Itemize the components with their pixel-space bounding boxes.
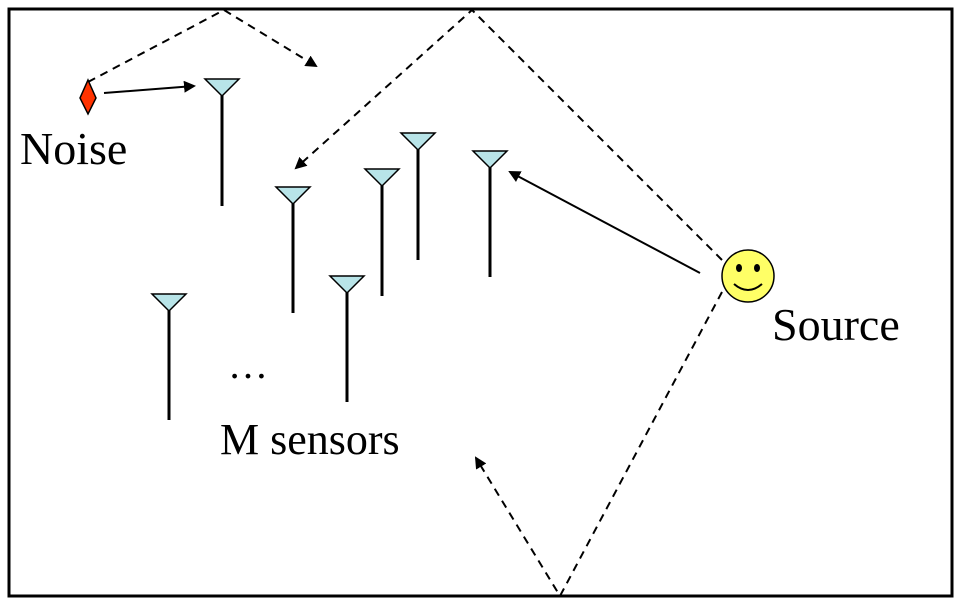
antenna-icon xyxy=(363,168,401,188)
sensor-5 xyxy=(471,150,509,277)
noise-label: Noise xyxy=(20,123,128,174)
noise-diamond-icon xyxy=(79,78,97,116)
noise-reflected-path xyxy=(87,8,318,83)
sensor-7 xyxy=(328,275,366,402)
antenna-icon xyxy=(471,150,509,170)
sensors-label: M sensors xyxy=(220,415,400,464)
diagram-frame xyxy=(7,7,954,598)
source-upper-reflected-path xyxy=(294,8,723,261)
antenna-icon xyxy=(274,186,312,206)
antenna-icon xyxy=(328,275,366,295)
noise-direct-path xyxy=(103,80,196,94)
antenna-icon xyxy=(150,293,188,313)
source-label: Source xyxy=(772,299,900,350)
sensor-6 xyxy=(150,293,188,420)
smiley-face-icon xyxy=(721,249,775,303)
sensor-2 xyxy=(274,186,312,313)
ellipsis-label: … xyxy=(228,342,268,387)
source-lower-reflected-path xyxy=(474,291,723,599)
antenna-icon xyxy=(203,78,241,98)
source-direct-path xyxy=(508,171,701,274)
sensor-4 xyxy=(399,132,437,260)
sensor-1 xyxy=(203,78,241,206)
antenna-icon xyxy=(399,132,437,152)
sensor-3 xyxy=(363,168,401,296)
